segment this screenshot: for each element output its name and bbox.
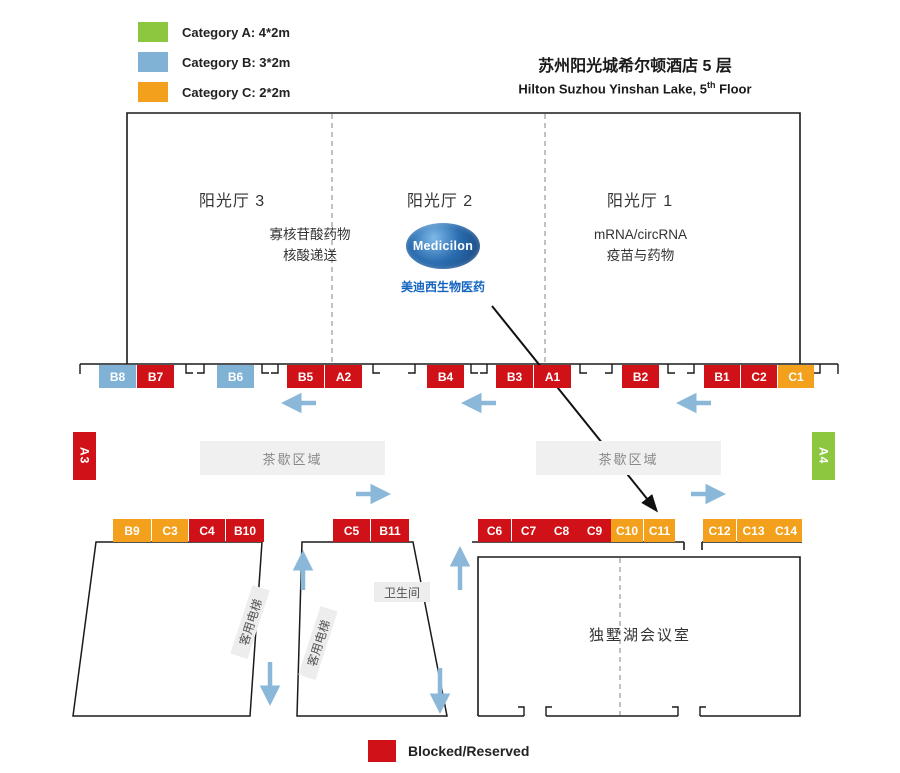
venue-title: 苏州阳光城希尔顿酒店 5 层 Hilton Suzhou Yinshan Lak… xyxy=(470,52,800,96)
reserved-label: Blocked/Reserved xyxy=(408,743,530,759)
booth-B7: B7 xyxy=(137,365,174,388)
booth-C12: C12 xyxy=(703,519,736,542)
booth-A4: A4 xyxy=(812,432,835,480)
tea-break-area-left: 茶歇区域 xyxy=(200,441,385,475)
booth-C9: C9 xyxy=(578,519,611,542)
booth-C6: C6 xyxy=(478,519,511,542)
venue-title-en-prefix: Hilton Suzhou Yinshan Lake, 5 xyxy=(518,81,707,97)
reserved-swatch xyxy=(368,740,396,762)
category-c-label: Category C: 2*2m xyxy=(182,84,291,100)
meeting-room-door-ticks xyxy=(518,706,706,716)
category-b-label: Category B: 3*2m xyxy=(182,54,291,70)
meeting-room-label: 独墅湖会议室 xyxy=(588,627,691,644)
booth-C10: C10 xyxy=(611,519,643,542)
hall-3-topic-line2: 核酸递送 xyxy=(283,248,337,263)
wall-tick-marks xyxy=(79,364,839,374)
legend-categories: Category A: 4*2m Category B: 3*2m Catego… xyxy=(138,22,290,112)
booth-B9: B9 xyxy=(113,519,151,542)
booth-B8: B8 xyxy=(99,365,136,388)
booth-C8: C8 xyxy=(545,519,578,542)
booth-B1: B1 xyxy=(704,365,740,388)
booth-B5: B5 xyxy=(287,365,324,388)
meeting-room-outline xyxy=(477,556,801,717)
booth-C4: C4 xyxy=(189,519,225,542)
legend-item-category-a: Category A: 4*2m xyxy=(138,22,290,42)
booth-C11: C11 xyxy=(644,519,675,542)
booth-C13: C13 xyxy=(737,519,770,542)
booth-C7: C7 xyxy=(512,519,545,542)
medicilon-logo-text: Medicilon xyxy=(412,239,474,253)
venue-title-cn: 苏州阳光城希尔顿酒店 5 层 xyxy=(538,58,732,75)
hall-name-3: 阳光厅 3 xyxy=(198,193,266,210)
category-c-swatch xyxy=(138,82,168,102)
booth-B6: B6 xyxy=(217,365,254,388)
hall-name-2: 阳光厅 2 xyxy=(406,193,474,210)
medicilon-caption: 美迪西生物医药 xyxy=(400,280,485,294)
booth-B11: B11 xyxy=(371,519,409,542)
lower-baseline xyxy=(472,541,802,550)
venue-title-en-sup: th xyxy=(706,80,716,90)
elevator-shaft-left xyxy=(72,541,263,717)
booth-B2: B2 xyxy=(622,365,659,388)
category-a-label: Category A: 4*2m xyxy=(182,24,290,40)
booth-C2: C2 xyxy=(741,365,777,388)
booth-C3: C3 xyxy=(152,519,188,542)
restroom-label: 卫生间 xyxy=(374,582,430,602)
booth-B4: B4 xyxy=(427,365,464,388)
flow-arrows xyxy=(259,392,726,714)
booth-C1: C1 xyxy=(778,365,814,388)
main-hall-outline xyxy=(126,112,801,364)
category-b-swatch xyxy=(138,52,168,72)
booth-C14: C14 xyxy=(770,519,802,542)
hall-3-topic: 寡核苷酸药物 核酸递送 xyxy=(240,224,380,266)
legend-item-category-c: Category C: 2*2m xyxy=(138,82,290,102)
legend-item-category-b: Category B: 3*2m xyxy=(138,52,290,72)
hall-3-topic-line1: 寡核苷酸药物 xyxy=(269,227,351,242)
hall-1-topic: mRNA/circRNA 疫苗与药物 xyxy=(563,224,718,266)
hall-1-topic-line2: 疫苗与药物 xyxy=(606,248,675,263)
venue-title-en: Hilton Suzhou Yinshan Lake, 5th Floor xyxy=(470,80,800,96)
booth-B3: B3 xyxy=(496,365,533,388)
medicilon-logo: Medicilon xyxy=(406,223,480,269)
booth-A2: A2 xyxy=(325,365,362,388)
booth-B10: B10 xyxy=(226,519,264,542)
tea-break-area-right: 茶歇区域 xyxy=(536,441,721,475)
category-a-swatch xyxy=(138,22,168,42)
hall-1-topic-line1: mRNA/circRNA xyxy=(594,227,687,242)
booth-A3: A3 xyxy=(73,432,96,480)
booth-C5: C5 xyxy=(333,519,370,542)
booth-A1: A1 xyxy=(534,365,571,388)
venue-title-en-suffix: Floor xyxy=(715,81,752,97)
hall-name-1: 阳光厅 1 xyxy=(606,193,674,210)
legend-reserved: Blocked/Reserved xyxy=(368,740,529,762)
